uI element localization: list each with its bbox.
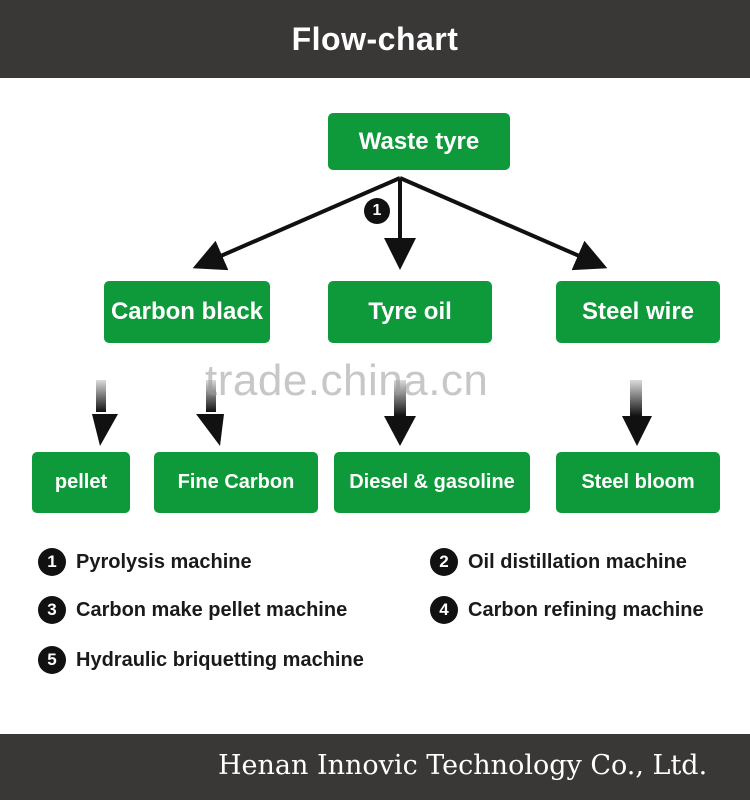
arrow-to-fine-carbon <box>196 380 224 446</box>
node-steel-wire: Steel wire <box>556 281 720 343</box>
node-waste-tyre: Waste tyre <box>328 113 510 170</box>
arrow-to-steel-bloom <box>622 380 652 446</box>
arrow-to-steel-wire <box>399 176 608 271</box>
node-steel-bloom: Steel bloom <box>556 452 720 513</box>
arrow-to-carbon-black <box>192 176 401 271</box>
footer-bar: Henan Innovic Technology Co., Ltd. <box>0 734 750 800</box>
node-carbon-black: Carbon black <box>104 281 270 343</box>
legend-item-1: 1 Pyrolysis machine <box>38 548 252 576</box>
page-title: Flow-chart <box>291 20 459 57</box>
legend-item-2: 2 Oil distillation machine <box>430 548 687 576</box>
header-bar: Flow-chart <box>0 0 750 78</box>
legend-number: 5 <box>38 646 66 674</box>
legend-item-4: 4 Carbon refining machine <box>430 596 704 624</box>
legend-label: Hydraulic briquetting machine <box>76 648 364 671</box>
legend-number: 2 <box>430 548 458 576</box>
legend-number: 3 <box>38 596 66 624</box>
node-diesel-gasoline: Diesel & gasoline <box>334 452 530 513</box>
legend-number: 1 <box>38 548 66 576</box>
step-1-badge: 1 <box>364 198 390 224</box>
legend-label: Pyrolysis machine <box>76 550 252 573</box>
node-pellet: pellet <box>32 452 130 513</box>
arrow-to-diesel <box>384 380 416 446</box>
watermark-text: trade.china.cn <box>205 356 489 405</box>
node-fine-carbon: Fine Carbon <box>154 452 318 513</box>
arrow-to-pellet <box>92 380 118 446</box>
company-name: Henan Innovic Technology Co., Ltd. <box>218 750 708 781</box>
legend-item-3: 3 Carbon make pellet machine <box>38 596 347 624</box>
legend-number: 4 <box>430 596 458 624</box>
legend-label: Oil distillation machine <box>468 550 687 573</box>
legend-item-5: 5 Hydraulic briquetting machine <box>38 646 364 674</box>
node-tyre-oil: Tyre oil <box>328 281 492 343</box>
legend-label: Carbon make pellet machine <box>76 598 348 621</box>
legend-label: Carbon refining machine <box>468 598 704 621</box>
